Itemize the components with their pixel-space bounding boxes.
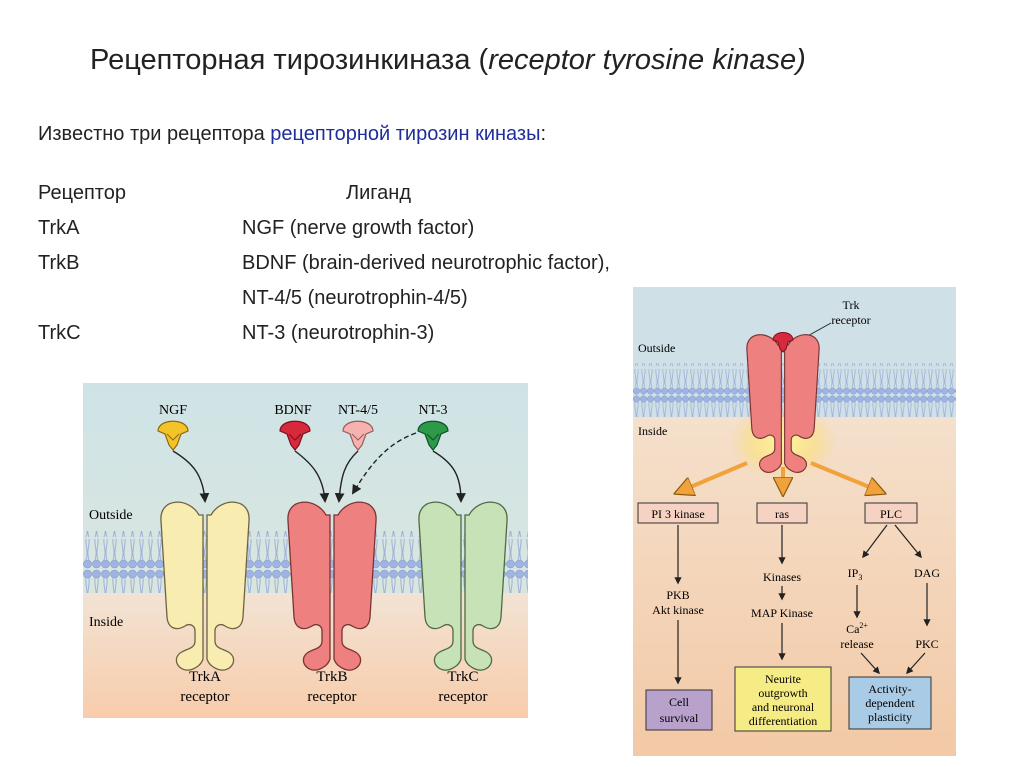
activity-line2: dependent bbox=[865, 696, 915, 710]
nt45-ligand bbox=[342, 420, 374, 451]
neurite-line3: and neuronal bbox=[752, 700, 815, 714]
pkb-label: PKB bbox=[666, 588, 689, 602]
neurite-box bbox=[734, 666, 832, 732]
pkc-label: PKC bbox=[915, 637, 938, 651]
trk-receptor-right bbox=[746, 334, 820, 473]
pi3-kinase-label: PI 3 kinase bbox=[651, 507, 704, 521]
cell-survival-line2: survival bbox=[660, 711, 699, 725]
ip3-label: IP3 bbox=[848, 566, 863, 582]
table-header-receptor: Рецептор bbox=[38, 182, 126, 204]
page-title: Рецепторная тирозинкиназа (receptor tyro… bbox=[90, 44, 806, 77]
trkb-receptor-word: receptor bbox=[307, 689, 356, 705]
bdnf-ligand bbox=[279, 420, 311, 451]
activity-line3: plasticity bbox=[868, 710, 912, 724]
table-row-ligand: NT-3 (neurotrophin-3) bbox=[242, 322, 435, 344]
ngf-ligand bbox=[157, 420, 189, 451]
table-row-ligand: BDNF (brain-derived neurotrophic factor)… bbox=[242, 252, 610, 274]
trk-signaling-figure: Outside Inside Trk receptor PI 3 kinase … bbox=[633, 287, 956, 756]
intro-before: Известно три рецептора bbox=[38, 123, 271, 145]
ras-box bbox=[756, 502, 808, 524]
akt-kinase-label: Akt kinase bbox=[652, 603, 704, 617]
outside-label-right: Outside bbox=[638, 341, 675, 355]
table-row-receptor: TrkB bbox=[38, 252, 80, 274]
plc-label: PLC bbox=[880, 507, 902, 521]
neurite-line1: Neurite bbox=[765, 672, 801, 686]
neurite-line2: outgrowth bbox=[758, 686, 807, 700]
ngf-label: NGF bbox=[159, 403, 187, 418]
trka-receptor-word: receptor bbox=[180, 689, 229, 705]
map-kinase-label: MAP Kinase bbox=[751, 606, 813, 620]
trk-receptors-figure: Outside Inside NGF BDNF NT-4/5 NT-3 TrkA… bbox=[83, 383, 528, 718]
activity-line1: Activity- bbox=[868, 682, 911, 696]
trka-label: TrkA bbox=[189, 669, 221, 685]
plc-box bbox=[864, 502, 918, 524]
title-main: Рецепторная тирозинкиназа ( bbox=[90, 44, 489, 76]
title-italic: receptor tyrosine kinase) bbox=[488, 44, 806, 76]
inside-label-right: Inside bbox=[638, 424, 667, 438]
intro-highlight: рецепторной тирозин киназы bbox=[270, 123, 541, 145]
pi3-kinase-box bbox=[637, 502, 719, 524]
trkc-label: TrkC bbox=[447, 669, 478, 685]
table-header-ligand: Лиганд bbox=[346, 182, 411, 204]
activity-plasticity-box bbox=[848, 676, 932, 730]
ras-label: ras bbox=[775, 507, 789, 521]
intro-line: Известно три рецептора рецепторной тироз… bbox=[38, 123, 546, 146]
ca-release-label: release bbox=[840, 637, 873, 651]
nt3-label: NT-3 bbox=[418, 403, 447, 418]
kinases-label: Kinases bbox=[763, 570, 801, 584]
ca-label: Ca2+ bbox=[846, 621, 868, 636]
bound-ligand-right bbox=[772, 332, 794, 353]
table-row-receptor: TrkC bbox=[38, 322, 81, 344]
trk-receptor-word: receptor bbox=[831, 313, 870, 327]
trkb-label: TrkB bbox=[316, 669, 347, 685]
bdnf-label: BDNF bbox=[274, 403, 312, 418]
nt45-label: NT-4/5 bbox=[338, 403, 378, 418]
cell-survival-box bbox=[645, 689, 713, 731]
trkc-receptor-word: receptor bbox=[438, 689, 487, 705]
table-row-ligand: NT-4/5 (neurotrophin-4/5) bbox=[242, 287, 468, 309]
neurite-line4: differentiation bbox=[749, 714, 817, 728]
trk-label: Trk bbox=[843, 298, 860, 312]
outside-label: Outside bbox=[89, 508, 133, 523]
cell-survival-line1: Cell bbox=[669, 695, 690, 709]
table-row-ligand: NGF (nerve growth factor) bbox=[242, 217, 475, 239]
intro-after: : bbox=[540, 123, 547, 145]
nt3-ligand bbox=[417, 420, 449, 451]
dag-label: DAG bbox=[914, 566, 940, 580]
inside-label: Inside bbox=[89, 615, 123, 630]
table-row-receptor: TrkA bbox=[38, 217, 80, 239]
